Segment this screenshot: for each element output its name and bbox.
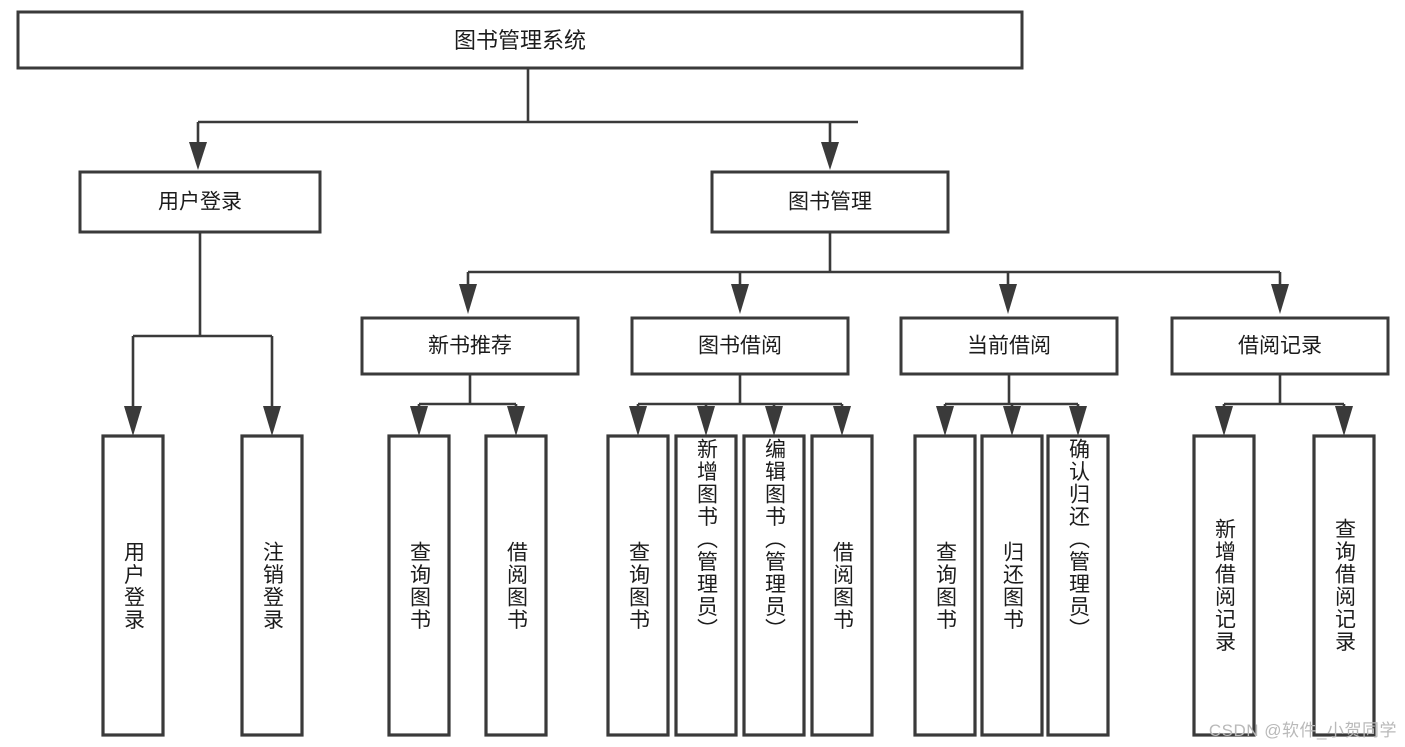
node-book-management-label: 图书管理: [788, 191, 872, 214]
arrow-head-level3-3: [999, 284, 1017, 314]
leaf-box-nbr-1[interactable]: [387, 434, 451, 737]
arrow-head-br-leaf-2: [1335, 406, 1353, 436]
leaf-group-borrow-record: [1192, 434, 1376, 737]
node-book-management-box: [710, 170, 950, 234]
node-new-book-recommend-label: 新书推荐: [428, 335, 512, 358]
arrow-head-level2-1: [189, 142, 207, 170]
node-current-borrow[interactable]: 当前借阅: [899, 316, 1119, 376]
leaf-box-bb-1[interactable]: [606, 434, 670, 737]
leaf-box-bb-4[interactable]: [810, 434, 874, 737]
node-root[interactable]: 图书管理系统: [16, 10, 1024, 70]
arrow-head-bb-leaf-3: [765, 406, 783, 436]
node-root-box: [16, 10, 1024, 70]
arrow-head-bb-leaf-2: [697, 406, 715, 436]
arrow-head-user-login-leaf-2: [263, 406, 281, 436]
arrow-head-cb-leaf-2: [1003, 406, 1021, 436]
arrow-head-cb-leaf-1: [936, 406, 954, 436]
arrow-head-level3-1: [459, 284, 477, 314]
leaf-box-bb-3[interactable]: [742, 434, 806, 737]
node-book-borrow[interactable]: 图书借阅: [630, 316, 850, 376]
node-book-borrow-label: 图书借阅: [698, 335, 782, 358]
leaf-box-cb-3[interactable]: [1046, 434, 1110, 737]
node-root-label: 图书管理系统: [454, 28, 586, 53]
connector-root-to-level2: [189, 68, 858, 170]
leaf-box-nbr-2[interactable]: [484, 434, 548, 737]
arrow-head-level3-2: [731, 284, 749, 314]
leaf-box-user-login-2[interactable]: [240, 434, 304, 737]
connector-user-login-to-leaves: [124, 232, 281, 436]
leaf-group-book-borrow: [606, 434, 874, 737]
connector-book-management-to-level3: [459, 232, 1289, 314]
node-borrow-record-box: [1170, 316, 1390, 376]
connector-borrow-record-to-leaves: [1215, 374, 1353, 436]
node-new-book-recommend-box: [360, 316, 580, 376]
node-new-book-recommend[interactable]: 新书推荐: [360, 316, 580, 376]
leaf-box-br-2[interactable]: [1312, 434, 1376, 737]
arrow-head-bb-leaf-1: [629, 406, 647, 436]
leaf-box-cb-1[interactable]: [913, 434, 977, 737]
leaf-box-br-1[interactable]: [1192, 434, 1256, 737]
watermark-text: CSDN @软件_小贺同学: [1208, 721, 1397, 740]
connector-current-borrow-to-leaves: [936, 374, 1087, 436]
leaf-box-cb-2[interactable]: [980, 434, 1044, 737]
connector-new-book-recommend-to-leaves: [410, 374, 525, 436]
arrow-head-nbr-leaf-2: [507, 406, 525, 436]
arrow-head-cb-leaf-3: [1069, 406, 1087, 436]
node-book-borrow-box: [630, 316, 850, 376]
node-user-login-label: 用户登录: [158, 191, 242, 214]
leaf-box-bb-2[interactable]: [674, 434, 738, 737]
arrow-head-br-leaf-1: [1215, 406, 1233, 436]
node-borrow-record[interactable]: 借阅记录: [1170, 316, 1390, 376]
leaf-group-current-borrow: [913, 434, 1110, 737]
connector-book-borrow-to-leaves: [629, 374, 851, 436]
leaf-box-user-login-1[interactable]: [101, 434, 165, 737]
arrow-head-nbr-leaf-1: [410, 406, 428, 436]
arrow-head-user-login-leaf-1: [124, 406, 142, 436]
node-book-management[interactable]: 图书管理: [710, 170, 950, 234]
arrow-head-level2-2: [821, 142, 839, 170]
leaf-group-user-login: [101, 434, 304, 737]
node-borrow-record-label: 借阅记录: [1238, 335, 1322, 358]
node-user-login[interactable]: 用户登录: [78, 170, 322, 234]
node-current-borrow-label: 当前借阅: [967, 335, 1051, 358]
leaf-group-new-book-recommend: [387, 434, 548, 737]
arrow-head-level3-4: [1271, 284, 1289, 314]
node-current-borrow-box: [899, 316, 1119, 376]
arrow-head-bb-leaf-4: [833, 406, 851, 436]
